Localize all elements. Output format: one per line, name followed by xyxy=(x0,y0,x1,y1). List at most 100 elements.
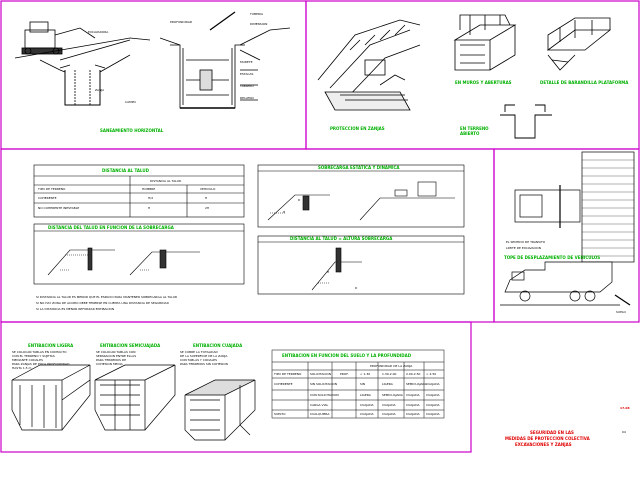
slope-table-title: DISTANCIA AL TALUD xyxy=(102,168,149,173)
shoring-r2-c1: CARGA VIAL xyxy=(310,403,329,407)
label-dimension: DIMENSION xyxy=(250,22,268,26)
slope-row-2-a: H xyxy=(148,206,151,210)
slope-col-vehicle: VEHICULO xyxy=(200,187,216,191)
shoring-r0-c1: SIN SOLICITACION xyxy=(310,382,337,386)
surcharge-height-title: DISTANCIA AL TALUD = ALTURA SOBRECARGA xyxy=(290,236,393,241)
shoring-semi-illustration xyxy=(94,364,176,431)
trench-protection-illustration xyxy=(317,19,421,111)
railing-platform-detail xyxy=(546,17,612,71)
full-shoring-text-1: SE CUBRE LA TOTALIDAD xyxy=(180,350,218,354)
light-shoring-text-3: MEDIANTE CODALES xyxy=(12,358,43,362)
semi-shoring-text-3: PARA TERRENOS DE xyxy=(96,358,127,362)
label-wall: MURETE xyxy=(240,60,253,64)
shoring-r3-c5: CUAJADA xyxy=(406,412,420,416)
railing-detail-title: DETALLE DE BARANDILLA PLATAFORMA xyxy=(540,80,629,85)
open-ground-title-1: EN TERRENO xyxy=(460,126,489,131)
vehicle-stop-title: TOPE DE DESPLAZAMIENTO DE VEHICULOS xyxy=(504,255,601,260)
shoring-table-title: ENTIBACION EN FUNCION DEL SUELO Y LA PRO… xyxy=(282,353,412,358)
label-d-2: D xyxy=(355,286,358,290)
label-trench: ZANJA xyxy=(95,88,105,92)
semi-shoring-text-2: SEPARACION ENTRE ELLAS xyxy=(96,354,137,358)
shoring-r0-c4: LIGERA xyxy=(382,382,393,386)
shoring-r1-c6: CUAJADA xyxy=(426,393,440,397)
label-fill: RELLENO xyxy=(240,96,254,100)
semi-shoring-text-4: COHESION MEDIA xyxy=(96,362,123,366)
walls-openings-title: EN MUROS Y ABERTURAS xyxy=(455,80,512,85)
open-ground-title-2: ABIERTO xyxy=(460,131,480,136)
shoring-r3-c4: CUAJADA xyxy=(382,412,396,416)
semi-shoring-text-1: SE COLOCAN TABLAS CON xyxy=(96,350,136,354)
slope-row-2-label: NO COHERENTE INESTABLE xyxy=(38,206,80,210)
excavation-limit-note: LIMITE DE EXCAVACION xyxy=(506,246,542,250)
shoring-col-0: TIPO DE TERRENO xyxy=(274,372,302,376)
excavator-illustration xyxy=(14,21,151,106)
traffic-direction-note: EL SENTIDO DE TRANSITO xyxy=(506,240,546,244)
shoring-table-frame xyxy=(271,349,445,419)
vehicle-stop-illustration xyxy=(500,151,635,306)
shoring-light-illustration xyxy=(11,364,91,431)
slope-note-1: SI DISTANCIA AL TALUD ES MENOR QUE EL ES… xyxy=(36,295,178,299)
title-block-line-1: SEGURIDAD EN LAS xyxy=(530,430,574,435)
panel-frames xyxy=(0,0,640,453)
sheet-code: 04 xyxy=(622,430,626,434)
sheet-number: 17-08 xyxy=(620,406,630,410)
slope-row-1-b: H xyxy=(205,196,208,200)
shoring-col-2: PROF. xyxy=(340,372,349,376)
full-shoring-text-3: CON TABLAS Y CODALES xyxy=(180,358,218,362)
shoring-col-5: 2.00-2.50 xyxy=(406,372,421,376)
shoring-r3-c6: CUAJADA xyxy=(426,412,440,416)
label-d-1: D xyxy=(298,198,301,202)
shoring-r1-c5: CUAJADA xyxy=(406,393,420,397)
light-shoring-title: ENTIBACION LIGERA xyxy=(28,343,74,348)
ground-label: SUELO xyxy=(616,310,626,314)
slope-row-2-b: 2H xyxy=(205,206,210,210)
shoring-r3-c3: CUAJADA xyxy=(360,412,374,416)
slope-distance-table-frame xyxy=(33,164,245,218)
shoring-r0-c3: SIN xyxy=(360,382,366,386)
shoring-full-illustration xyxy=(184,379,256,441)
shoring-col-1: SOLICITACION xyxy=(310,372,331,376)
shoring-r2-c6: CUAJADA xyxy=(426,403,440,407)
shoring-r0-c6: CUAJADA xyxy=(426,382,440,386)
shoring-r0-c0: COHERENTE xyxy=(274,382,293,386)
label-depth: PROFUNDIDAD xyxy=(170,20,193,24)
slope-table-header: DISTANCIA AL TALUD xyxy=(150,179,182,183)
shoring-r0-c5: SEMICUAJADA xyxy=(406,382,427,386)
slope-diagram-frame xyxy=(33,223,245,285)
slope-note-3: SI LA DISTANCIA ES MENOR REFORZAR ENTIBA… xyxy=(36,307,115,311)
shoring-table-group: PROFUNDIDAD DE LA ZANJA xyxy=(370,364,413,368)
slope-row-1-a: H/2 xyxy=(148,196,154,200)
wall-opening-illustration xyxy=(453,14,517,71)
light-shoring-text-5: HASTA 1.5 m xyxy=(12,366,32,370)
surcharge-frame xyxy=(257,164,465,228)
title-block-line-3: EXCAVACIONES Y ZANJAS xyxy=(515,442,572,447)
surcharge-title: SOBRECARGA ESTATICA Y DINAMICA xyxy=(318,165,400,170)
label-pipe: TUBERIA xyxy=(250,12,264,16)
slope-col-man: HOMBRE xyxy=(142,187,156,191)
shoring-col-3: < 1.30 xyxy=(360,372,371,376)
full-shoring-text-4: PARA TERRENOS SIN COHESION xyxy=(180,362,228,366)
shoring-r2-c5: CUAJADA xyxy=(406,403,420,407)
light-shoring-text-2: CON EL TERRENO Y SUJETAS xyxy=(12,354,55,358)
label-excavator: EXCAVADORA xyxy=(88,30,109,34)
shoring-col-4: 1.30-2.00 xyxy=(382,372,397,376)
label-h-1: H xyxy=(283,210,286,214)
trench-section xyxy=(159,11,291,109)
slope-col-type: TIPO DE TERRENO xyxy=(38,187,66,191)
shoring-r1-c1: CON SOLICITACION xyxy=(310,393,339,397)
slope-diagram-title: DISTANCIA DEL TALUD EN FUNCION DE LA SOB… xyxy=(48,225,174,230)
top-left-title: SANEAMIENTO HORIZONTAL xyxy=(100,128,164,133)
full-shoring-text-2: DE LA SUPERFICIE DE LA ZANJA xyxy=(180,354,228,358)
full-shoring-title: ENTIBACION CUAJADA xyxy=(193,343,243,348)
shoring-r3-c1: CUALQUIERA xyxy=(310,412,330,416)
label-field: CAMPO xyxy=(125,100,136,104)
shoring-r2-c3: CUAJADA xyxy=(360,403,374,407)
surcharge-height-frame xyxy=(257,235,465,295)
shoring-r1-c3: LIGERA xyxy=(360,393,371,397)
shoring-r1-c4: SEMICUAJADA xyxy=(382,393,403,397)
light-shoring-text-1: SE COLOCAN TABLAS EN CONTACTO xyxy=(12,350,67,354)
title-block-line-2: MEDIDAS DE PROTECCION COLECTIVA xyxy=(505,436,590,441)
shoring-col-6: > 2.50 xyxy=(426,372,437,376)
slope-note-2: SI NO HAY ZONA DE ACOPIO DEBE TENERSE EN… xyxy=(36,301,169,305)
